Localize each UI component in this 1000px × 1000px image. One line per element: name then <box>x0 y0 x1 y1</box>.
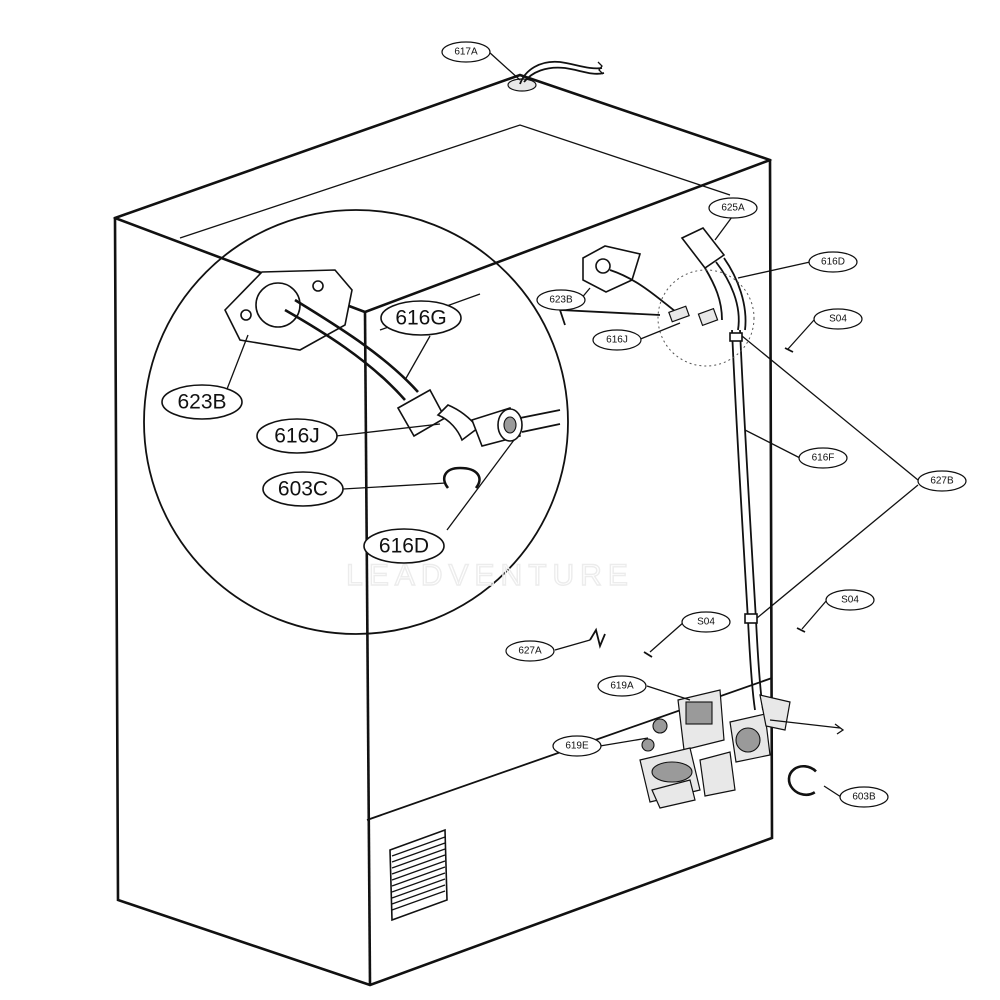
label-616j: 616J <box>606 335 628 346</box>
zoom-label-623b: 623B <box>161 384 243 420</box>
screws-s04 <box>643 347 806 658</box>
clamp-627a <box>589 627 606 649</box>
part-label-s04-top: S04 <box>813 308 863 330</box>
label-616f: 616F <box>812 453 835 464</box>
zoom-text-623b: 623B <box>177 391 226 414</box>
part-label-625a: 625A <box>708 197 758 219</box>
label-623b: 623B <box>549 295 573 306</box>
label-616d: 616D <box>821 257 845 268</box>
clip-603b <box>787 765 817 797</box>
part-label-616f: 616F <box>798 447 848 469</box>
zoom-text-616d: 616D <box>379 535 429 558</box>
part-label-623b: 623B <box>536 289 586 311</box>
part-label-619a: 619A <box>597 675 647 697</box>
zoom-label-616j: 616J <box>256 418 338 454</box>
label-625a: 625A <box>721 203 745 214</box>
leader-lines <box>488 51 919 798</box>
zoom-label-603c: 603C <box>262 471 344 507</box>
part-label-616j: 616J <box>592 329 642 351</box>
part-label-s04-mid: S04 <box>825 589 875 611</box>
zoom-text-616g: 616G <box>395 307 446 330</box>
watermark: LEADVENTURE <box>346 559 634 592</box>
label-619e: 619E <box>565 741 589 752</box>
label-627b: 627B <box>930 476 954 487</box>
zoom-label-616g: 616G <box>380 300 462 336</box>
zoom-detail <box>143 209 661 635</box>
zoom-label-616d: 616D <box>363 528 445 564</box>
connector-625a <box>680 227 747 331</box>
part-label-627a: 627A <box>505 640 555 662</box>
vent-grille <box>389 828 448 922</box>
zoom-text-603c: 603C <box>278 478 328 501</box>
label-617a: 617A <box>454 47 478 58</box>
label-s04-left: S04 <box>697 617 715 628</box>
top-grommet-617a <box>507 60 605 92</box>
part-label-616d: 616D <box>808 251 858 273</box>
part-label-603b: 603B <box>839 786 889 808</box>
part-label-617a: 617A <box>441 41 491 63</box>
detail-highlight-circle <box>657 269 755 367</box>
part-label-s04-left: S04 <box>681 611 731 633</box>
zoom-text-616j: 616J <box>274 425 320 448</box>
label-s04-mid: S04 <box>841 595 859 606</box>
bracket-623b <box>582 245 681 316</box>
label-603b: 603B <box>852 792 876 803</box>
water-line-616f <box>729 329 764 711</box>
part-label-627b: 627B <box>917 470 967 492</box>
label-s04-top: S04 <box>829 314 847 325</box>
label-619a: 619A <box>610 681 634 692</box>
part-label-619e: 619E <box>552 735 602 757</box>
fitting-616j-small <box>668 305 719 327</box>
water-valve-assembly <box>639 689 845 809</box>
label-627a: 627A <box>518 646 542 657</box>
